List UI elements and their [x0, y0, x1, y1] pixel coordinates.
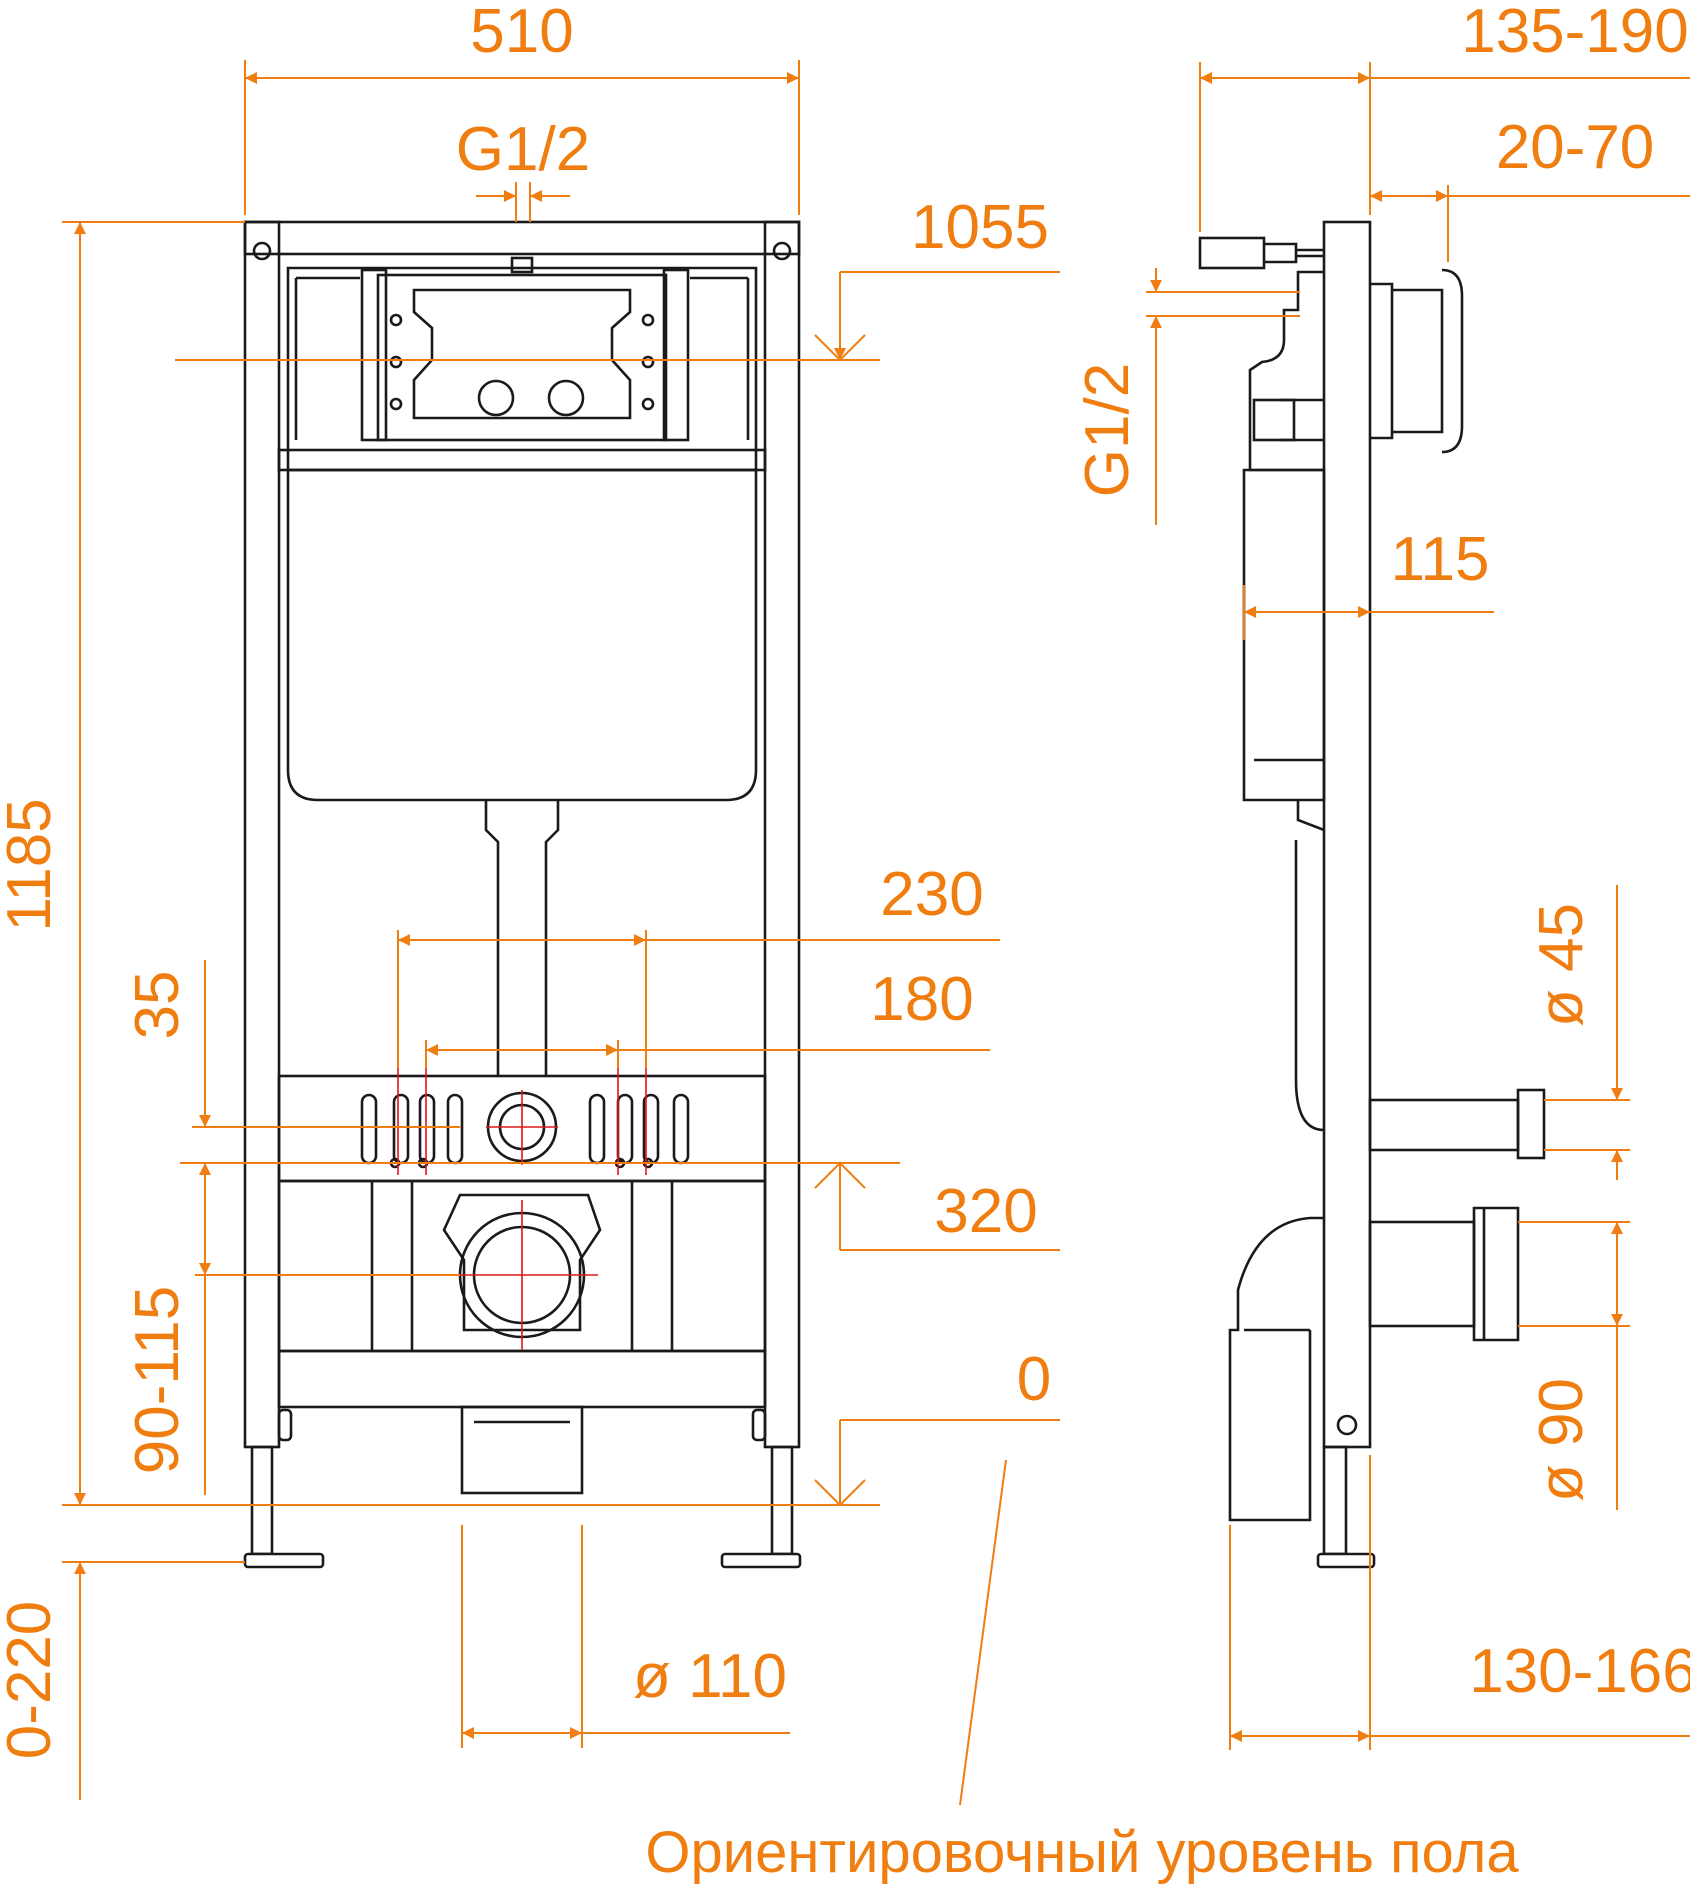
dim-pipe-45: ø 45 [1527, 903, 1596, 1027]
dim-depth-130-166: 130-166 [1469, 1637, 1690, 1706]
dim-offset-35: 35 [123, 971, 192, 1040]
dim-outlet-110: ø 110 [633, 1642, 787, 1711]
dim-floor-zero: 0 [1017, 1345, 1051, 1414]
dim-range-90-115: 90-115 [123, 1286, 192, 1474]
dim-pipe-90: ø 90 [1527, 1378, 1596, 1502]
dim-supply-1055: 1055 [911, 193, 1049, 262]
front-dimensions [62, 60, 1060, 1806]
floor-level-caption: Ориентировочный уровень пола [645, 1820, 1519, 1885]
dim-button-20-70: 20-70 [1496, 113, 1655, 182]
dim-height-1185: 1185 [0, 798, 64, 931]
dim-legs-0-220: 0-220 [0, 1601, 64, 1760]
dim-spacing-230: 230 [880, 860, 983, 929]
dim-spacing-180: 180 [870, 965, 973, 1034]
dim-depth-135-190: 135-190 [1461, 0, 1689, 66]
axis-marks [397, 1068, 647, 1350]
side-dimensions [1146, 62, 1690, 1750]
dim-width-510: 510 [470, 0, 573, 66]
side-frame [1198, 220, 1546, 1569]
dim-drain-320: 320 [934, 1177, 1037, 1246]
front-frame [243, 220, 802, 1569]
dim-front-g12: G1/2 [456, 115, 590, 184]
dim-cistern-115: 115 [1391, 525, 1490, 594]
dim-side-g12: G1/2 [1073, 363, 1142, 497]
